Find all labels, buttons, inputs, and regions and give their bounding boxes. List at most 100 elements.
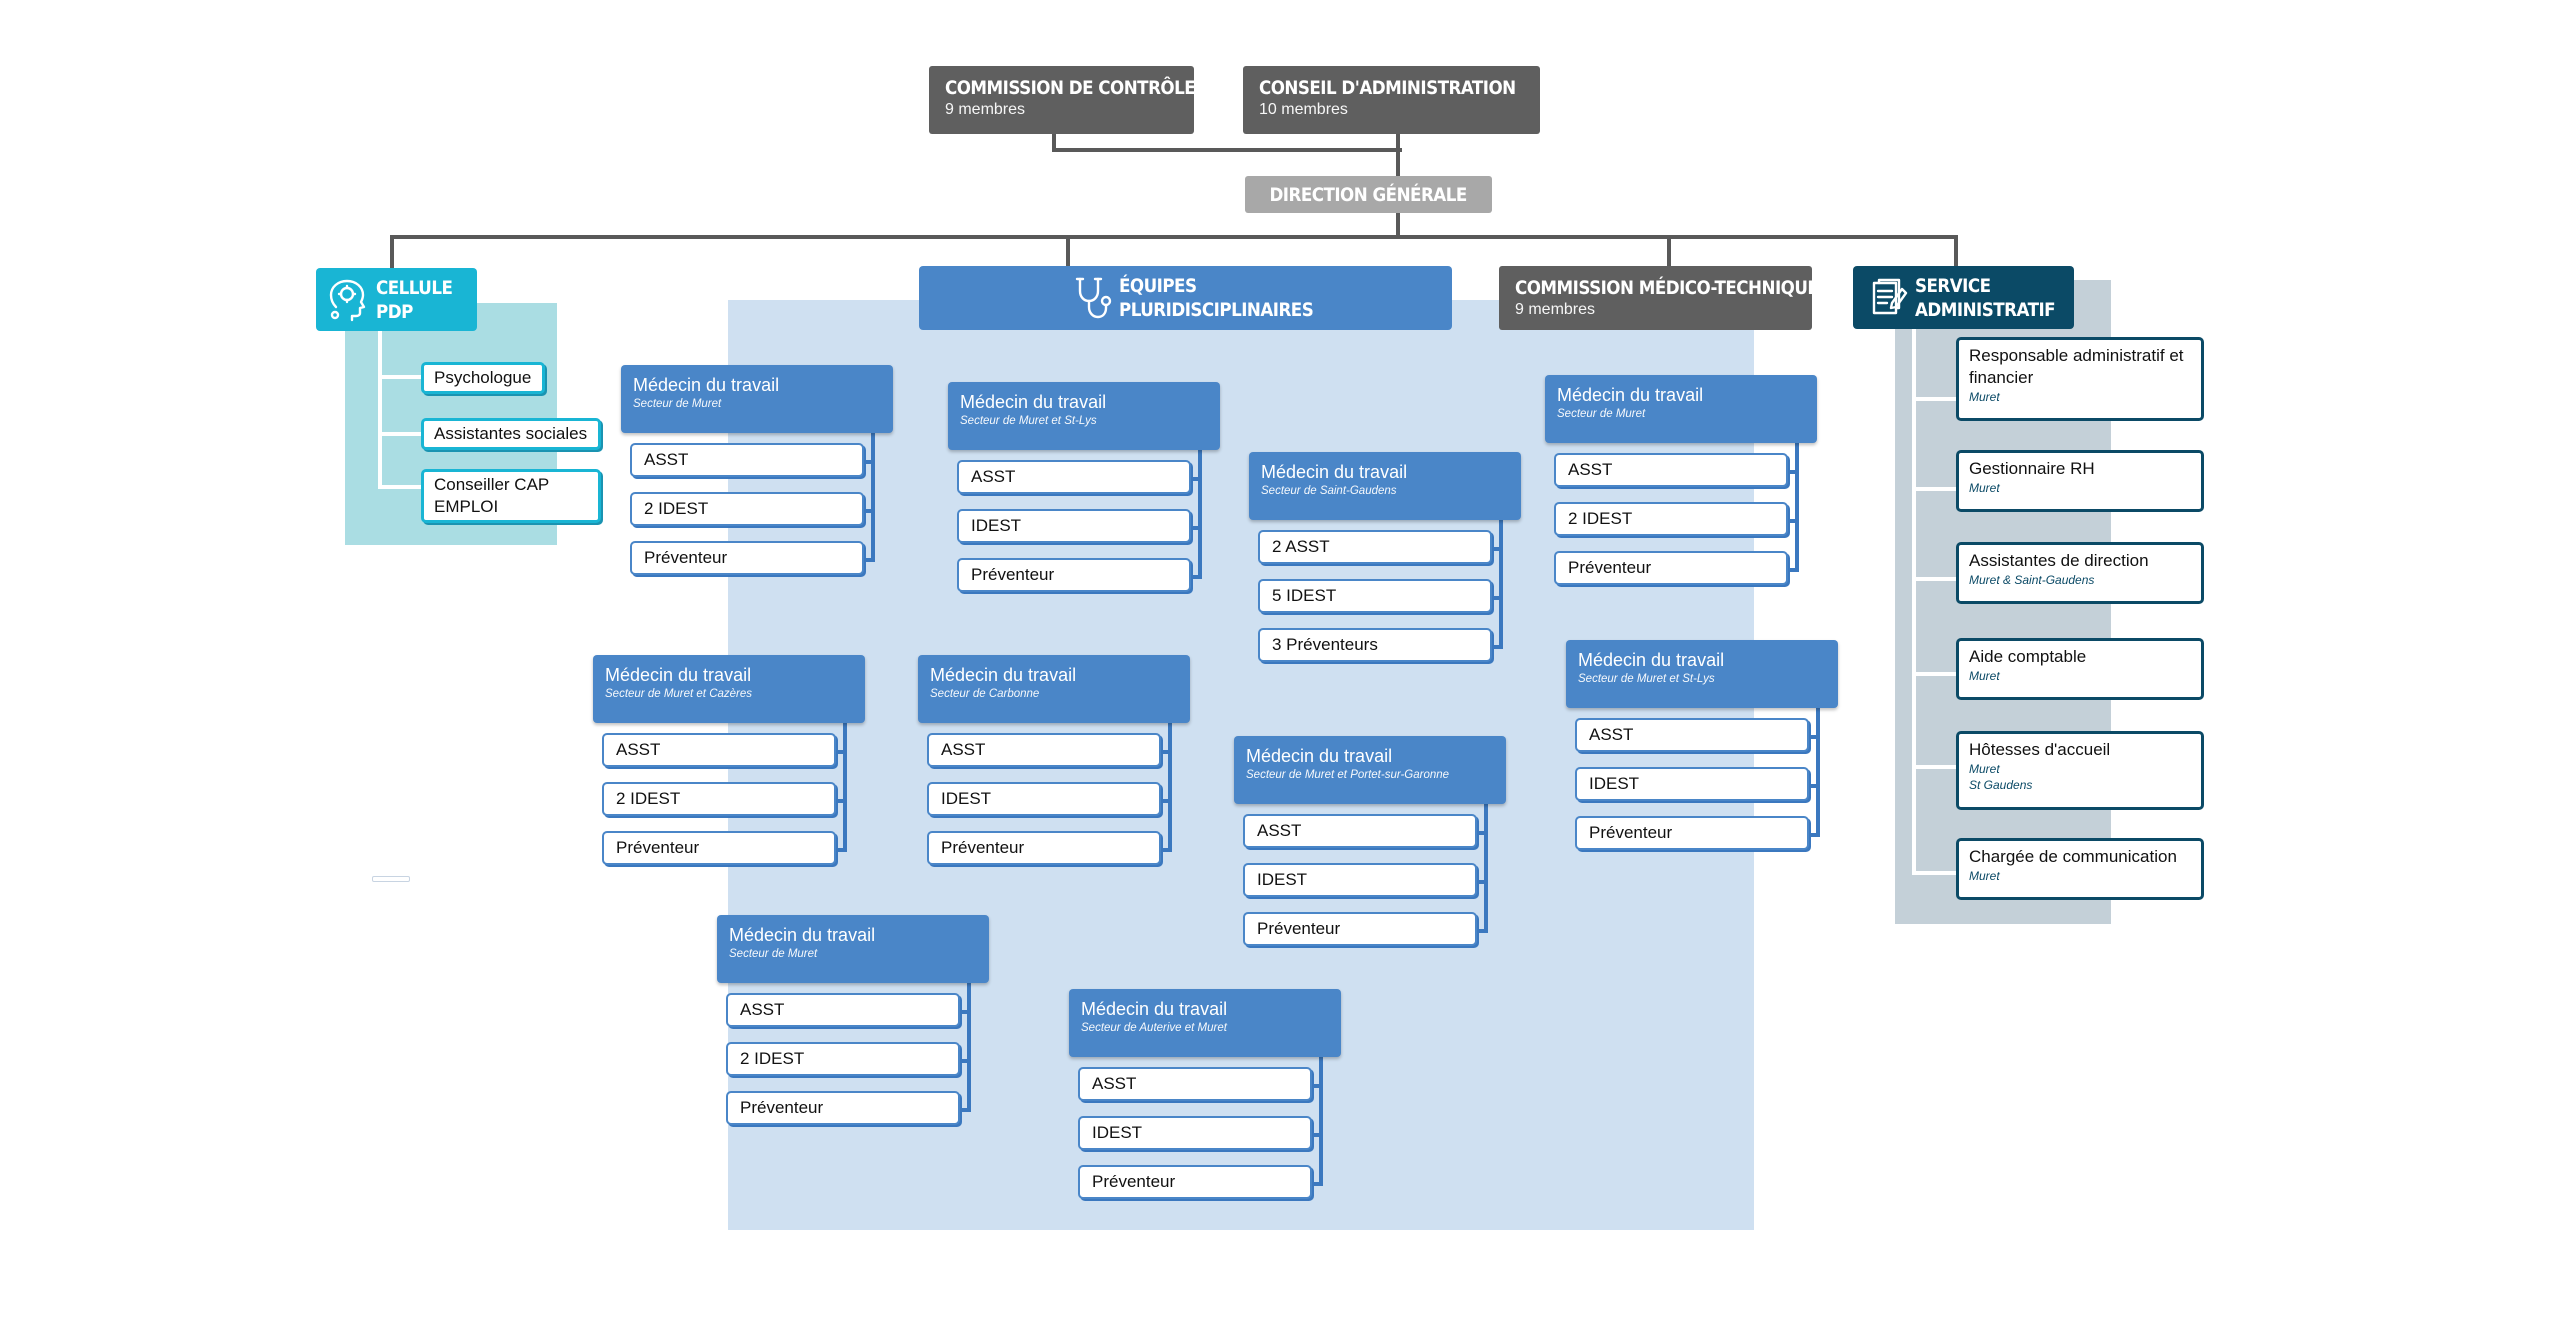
admin-item-title: Chargée de communication <box>1969 847 2177 866</box>
direction-generale-title: DIRECTION GÉNÉRALE <box>1269 183 1468 206</box>
admin-item-location: Muret <box>1969 762 2000 776</box>
connector <box>1488 645 1503 649</box>
admin-item-location: Muret <box>1969 390 2000 404</box>
connector <box>1187 526 1202 530</box>
team-role: IDEST <box>1243 863 1477 897</box>
team-role: IDEST <box>957 509 1191 543</box>
team-role: Préventeur <box>1575 816 1809 850</box>
conseil-admin-box: CONSEIL D'ADMINISTRATION 10 membres <box>1243 66 1540 134</box>
doctor-title: Médecin du travail <box>729 925 876 945</box>
connector <box>1912 397 1958 401</box>
commission-controle-box: COMMISSION DE CONTRÔLE 9 membres <box>929 66 1196 134</box>
connector <box>1912 329 1916 875</box>
connector <box>1912 871 1958 875</box>
connector <box>832 750 847 754</box>
doctor-title: Médecin du travail <box>1578 650 1725 670</box>
connector <box>1499 520 1503 647</box>
team-role: ASST <box>1554 453 1788 487</box>
connector <box>1784 519 1799 523</box>
doctor-sector: Secteur de Muret et St-Lys <box>960 415 1097 427</box>
team-role: 3 Préventeurs <box>1258 628 1492 662</box>
doctor-title: Médecin du travail <box>1261 462 1408 482</box>
connector <box>843 723 847 850</box>
connector <box>390 235 394 269</box>
connector <box>1912 765 1958 769</box>
connector <box>1157 799 1172 803</box>
team-role: Préventeur <box>1078 1165 1312 1199</box>
connector <box>1157 848 1172 852</box>
service-admin-title-1: SERVICE <box>1914 274 1991 297</box>
admin-item-aide-comptable: Aide comptable Muret <box>1956 638 2204 700</box>
connector <box>1187 477 1202 481</box>
connector <box>1473 880 1488 884</box>
commission-controle-members: 9 membres <box>945 101 1026 118</box>
team-role: Préventeur <box>602 831 836 865</box>
team-role: IDEST <box>1078 1116 1312 1150</box>
equipes-header: ÉQUIPES PLURIDISCIPLINAIRES <box>919 266 1452 330</box>
admin-item-gestionnaire-rh: Gestionnaire RH Muret <box>1956 450 2204 512</box>
connector <box>956 1010 971 1014</box>
connector <box>1396 130 1400 178</box>
team-role: 2 IDEST <box>1554 502 1788 536</box>
admin-item-location: Muret <box>1969 869 2000 883</box>
connector <box>1488 547 1503 551</box>
service-admin-title-2: ADMINISTRATIF <box>1914 298 2056 321</box>
team-role: Préventeur <box>726 1091 960 1125</box>
document-pen-icon <box>1863 272 1915 324</box>
service-admin-header: SERVICE ADMINISTRATIF <box>1853 266 2074 329</box>
connector <box>378 331 382 489</box>
commission-medico-box: COMMISSION MÉDICO-TECHNIQUE 9 membres <box>1499 266 1819 330</box>
connector <box>1484 804 1488 931</box>
connector <box>378 432 423 436</box>
connector <box>1052 130 1056 152</box>
connector <box>1473 831 1488 835</box>
connector <box>1308 1133 1323 1137</box>
team-role: ASST <box>1243 814 1477 848</box>
connector <box>1157 750 1172 754</box>
team-role: Préventeur <box>927 831 1161 865</box>
connector <box>860 460 875 464</box>
connector <box>956 1108 971 1112</box>
team-role: Préventeur <box>1554 551 1788 585</box>
connector <box>1198 450 1202 577</box>
connector <box>871 433 875 560</box>
connector <box>1308 1084 1323 1088</box>
admin-item-location: Muret & Saint-Gaudens <box>1969 573 2095 587</box>
equipes-title-1: ÉQUIPES <box>1119 275 1197 297</box>
admin-item-title: Gestionnaire RH <box>1969 459 2095 478</box>
doctor-title: Médecin du travail <box>605 665 752 685</box>
cellule-pdp-header: CELLULE PDP <box>316 268 477 331</box>
connector <box>1912 577 1958 581</box>
connector <box>860 509 875 513</box>
pdp-item-conseiller-cap-emploi: Conseiller CAP EMPLOI <box>421 469 601 523</box>
team-role: Préventeur <box>630 541 864 575</box>
direction-generale-box: DIRECTION GÉNÉRALE <box>1245 176 1492 213</box>
doctor-sector: Secteur de Carbonne <box>930 688 1040 700</box>
connector <box>1667 235 1671 269</box>
connector <box>1954 235 1958 269</box>
connector <box>860 558 875 562</box>
connector <box>1795 443 1799 570</box>
conseil-admin-title: CONSEIL D'ADMINISTRATION <box>1259 77 1516 99</box>
conseil-admin-members: 10 membres <box>1259 101 1348 118</box>
connector <box>378 485 423 489</box>
doctor-title: Médecin du travail <box>1081 999 1228 1019</box>
admin-item-location: Muret <box>1969 481 2000 495</box>
team-role: 2 IDEST <box>630 492 864 526</box>
connector <box>1052 148 1402 152</box>
admin-item-location: Muret <box>1969 669 2000 683</box>
admin-item-title: Assistantes de direction <box>1969 551 2149 570</box>
psychology-head-icon <box>324 274 376 326</box>
equipes-title-2: PLURIDISCIPLINAIRES <box>1119 299 1314 321</box>
connector <box>1805 735 1820 739</box>
team-role: ASST <box>927 733 1161 767</box>
doctor-title: Médecin du travail <box>633 375 780 395</box>
